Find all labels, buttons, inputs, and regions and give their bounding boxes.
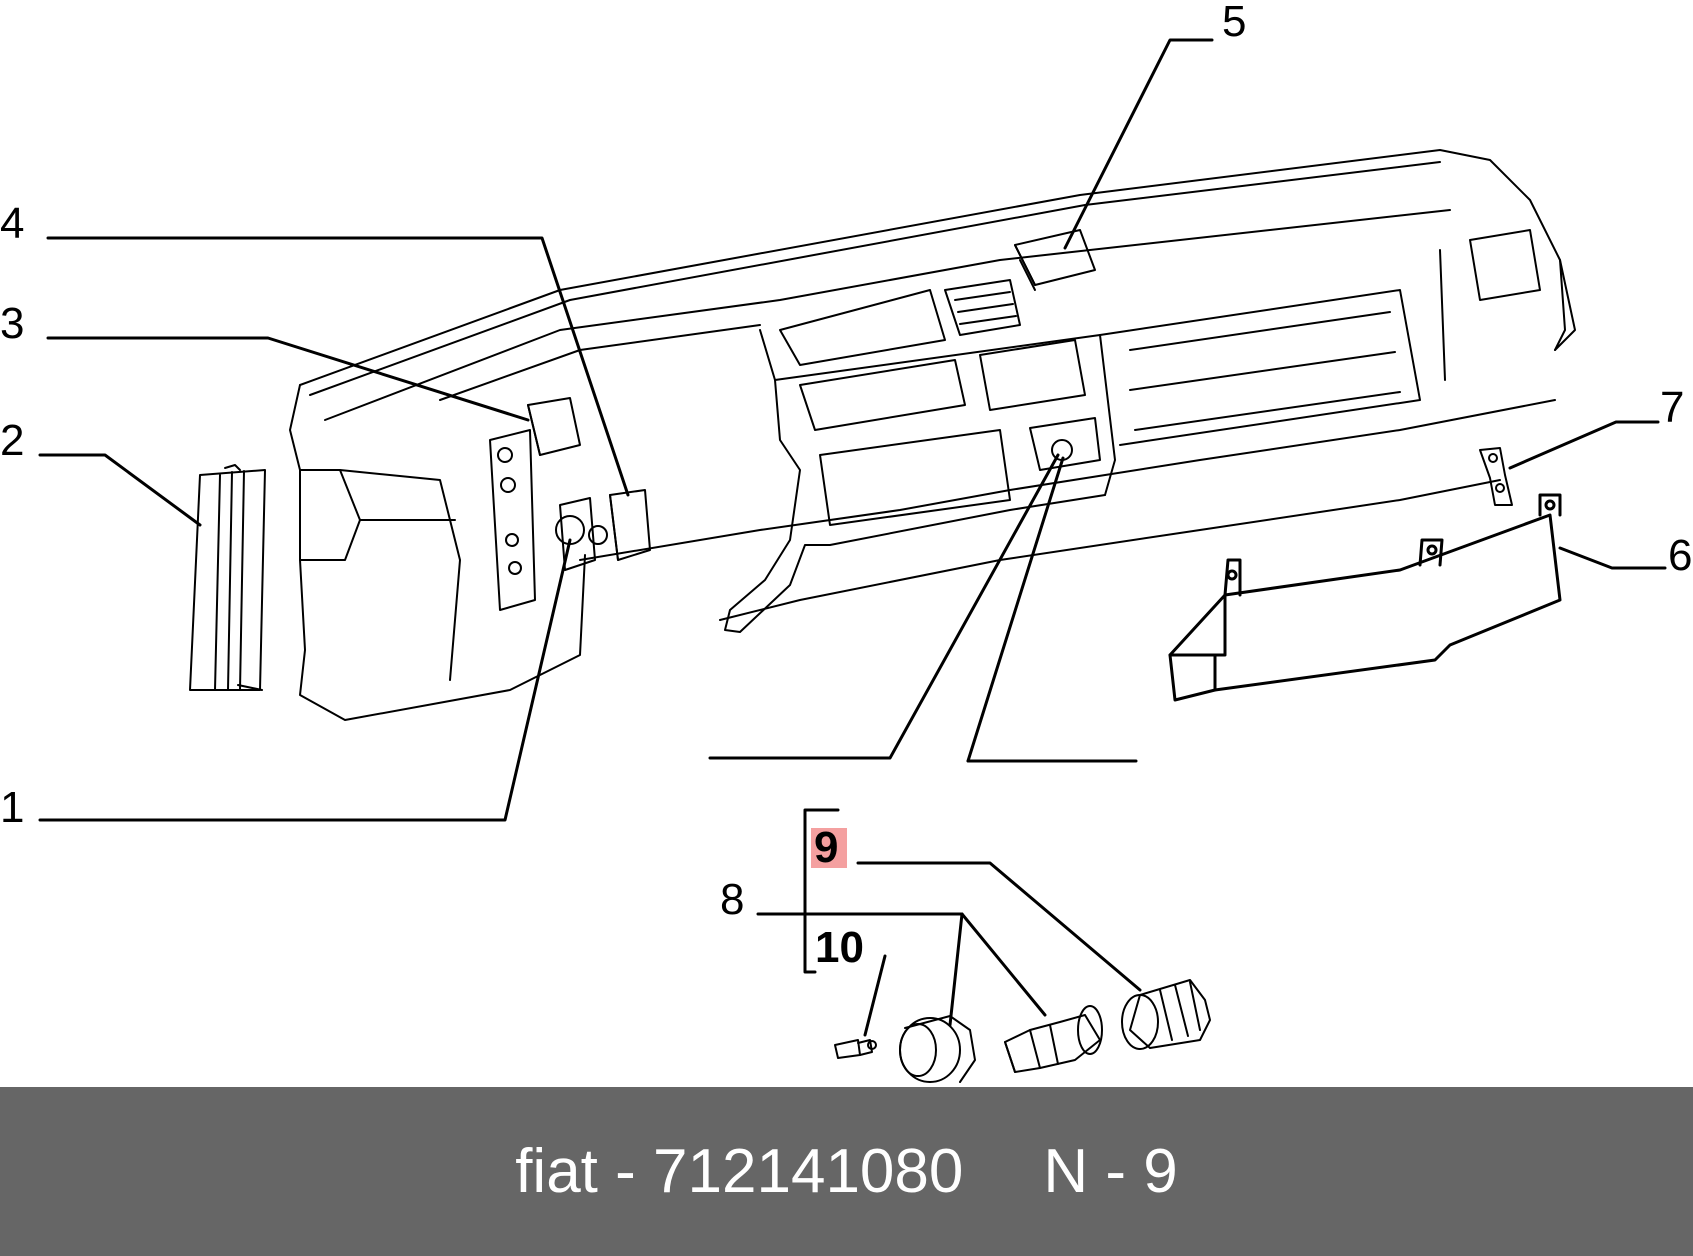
part-7-bracket [1479,447,1513,506]
callout-9: 9 [814,823,838,872]
callout-8: 8 [720,875,744,924]
dashboard-body [289,149,1576,721]
callout-5: 5 [1222,0,1246,46]
callout-10: 10 [815,923,864,972]
part-3-cap [527,397,581,456]
part-2-trim-strip [189,464,266,691]
callout-4: 4 [0,199,24,248]
part-4-switch-block [555,489,651,561]
callout-3: 3 [0,299,24,348]
reference-separator: - [1105,1137,1127,1206]
callout-7: 7 [1660,383,1684,432]
leader-lines [38,38,1667,1037]
callout-2: 2 [0,416,24,465]
reference-prefix: N [1043,1137,1089,1206]
dashboard-exploded-diagram: 5 4 3 2 1 7 6 8 9 10 [0,0,1692,1083]
callout-labels: 5 4 3 2 1 7 6 8 9 10 [0,0,1692,972]
part-10-bulb [834,1039,877,1059]
callout-9-highlight [811,828,847,868]
brand-name: fiat [515,1137,598,1206]
part-number: 712141080 [653,1137,964,1206]
part-6-tray [1168,493,1562,702]
part-8-socket-ring [899,1015,976,1083]
part-5-top-cover [1014,229,1096,291]
part-9-lighter-knob [1121,979,1211,1050]
part-8-lighter-body [1004,1005,1103,1073]
reference-number: 9 [1143,1137,1178,1206]
callout-1: 1 [0,783,24,832]
callout-6: 6 [1668,531,1692,580]
footer-caption-bar: fiat - 712141080 N - 9 [0,1087,1693,1256]
separator: - [615,1137,636,1206]
